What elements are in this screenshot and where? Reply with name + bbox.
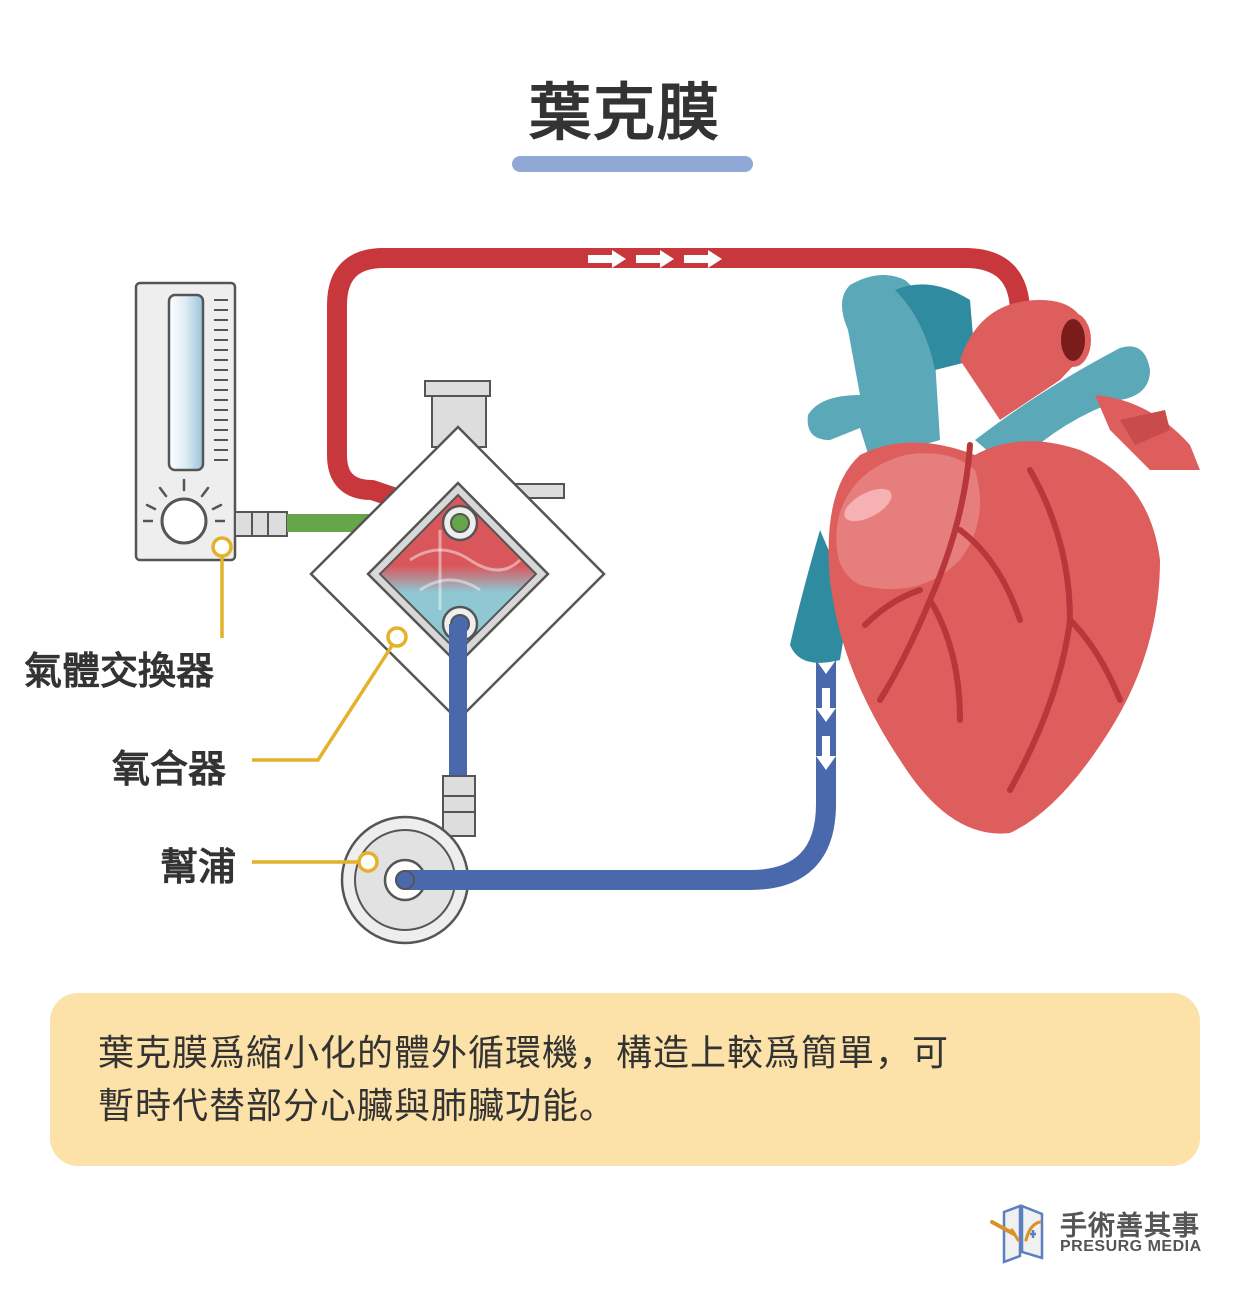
description-box: 葉克膜爲縮小化的體外循環機，構造上較爲簡單，可 暫時代替部分心臟與肺臟功能。 xyxy=(50,993,1200,1166)
description-line-1: 葉克膜爲縮小化的體外循環機，構造上較爲簡單，可 xyxy=(98,1033,950,1074)
logo-english-text: PRESURG MEDIA xyxy=(1060,1238,1202,1255)
presurg-logo-icon xyxy=(990,1204,1044,1264)
flow-arrow-icon xyxy=(588,250,722,268)
gas-exchanger-label: 氣體交換器 xyxy=(24,649,215,693)
pump-label: 幫浦 xyxy=(160,845,237,889)
heart-icon xyxy=(790,275,1200,834)
title-underline xyxy=(512,156,753,172)
leader-lines xyxy=(220,548,399,864)
page-title: 葉克膜 xyxy=(528,76,721,149)
description-text: 葉克膜爲縮小化的體外循環機，構造上較爲簡單，可 暫時代替部分心臟與肺臟功能。 xyxy=(98,1027,1168,1133)
flowmeter-icon xyxy=(134,281,288,562)
description-line-2: 暫時代替部分心臟與肺臟功能。 xyxy=(98,1086,617,1127)
oxygenator-label: 氧合器 xyxy=(112,747,227,791)
ecmo-diagram xyxy=(134,248,1200,945)
oxygenator-icon xyxy=(309,380,606,722)
arterial-tube xyxy=(327,248,1030,530)
brand-logo: 手術善其事 PRESURG MEDIA xyxy=(990,1200,1230,1264)
logo-chinese-text: 手術善其事 xyxy=(1060,1211,1200,1242)
venous-tube-drainage xyxy=(395,618,836,890)
